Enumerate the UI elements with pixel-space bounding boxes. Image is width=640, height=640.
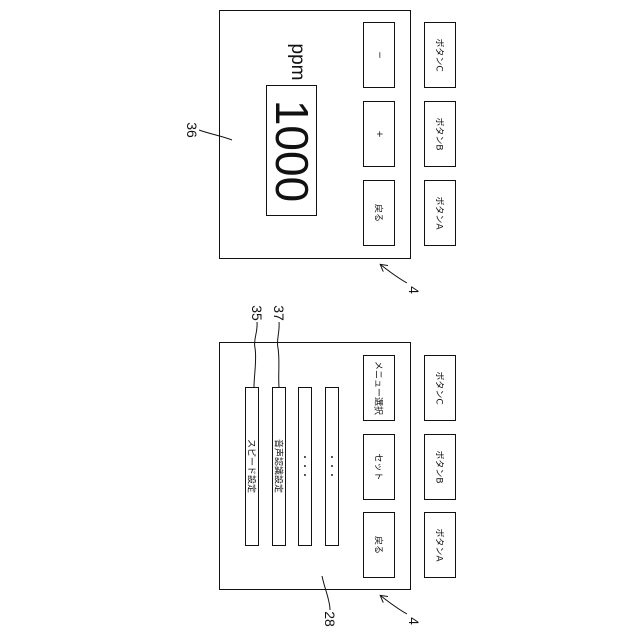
leader-28: [322, 576, 330, 610]
arrow-4-bottom: [381, 596, 407, 614]
leader-35: [254, 322, 257, 387]
arrow-4-top: [381, 265, 407, 283]
leader-36: [199, 130, 232, 140]
leader-37: [277, 322, 279, 387]
